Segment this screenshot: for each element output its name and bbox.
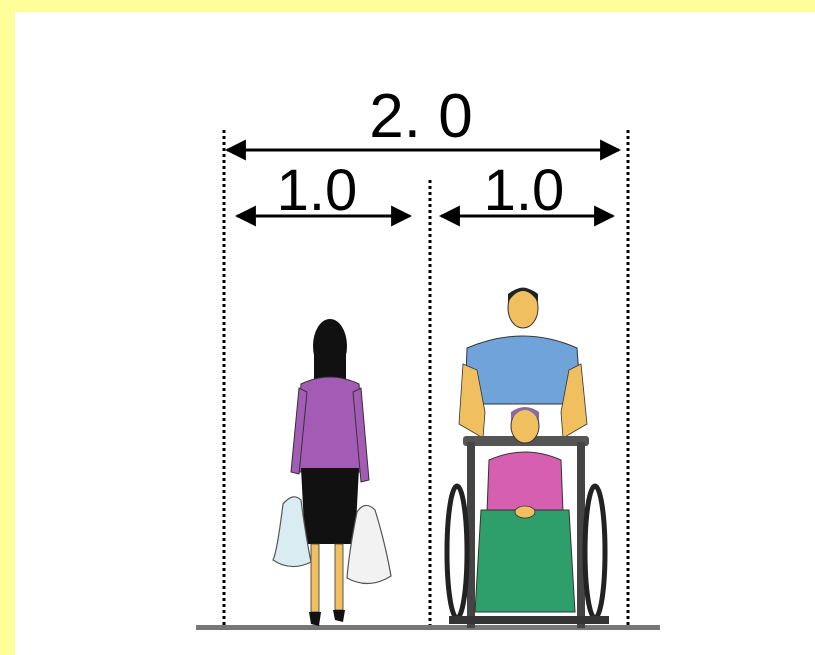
diagram-canvas: 2. 0 1.0 1.0 xyxy=(15,12,815,655)
left-lane-label: 1.0 xyxy=(277,158,358,223)
walkway-width-diagram: 2. 0 1.0 1.0 xyxy=(15,12,815,655)
ground-line xyxy=(196,625,660,630)
total-width-label: 2. 0 xyxy=(369,82,472,151)
right-lane-label: 1.0 xyxy=(484,158,565,223)
person-pushing-wheelchair-icon xyxy=(447,288,609,628)
woman-with-shopping-bags-icon xyxy=(273,319,391,626)
